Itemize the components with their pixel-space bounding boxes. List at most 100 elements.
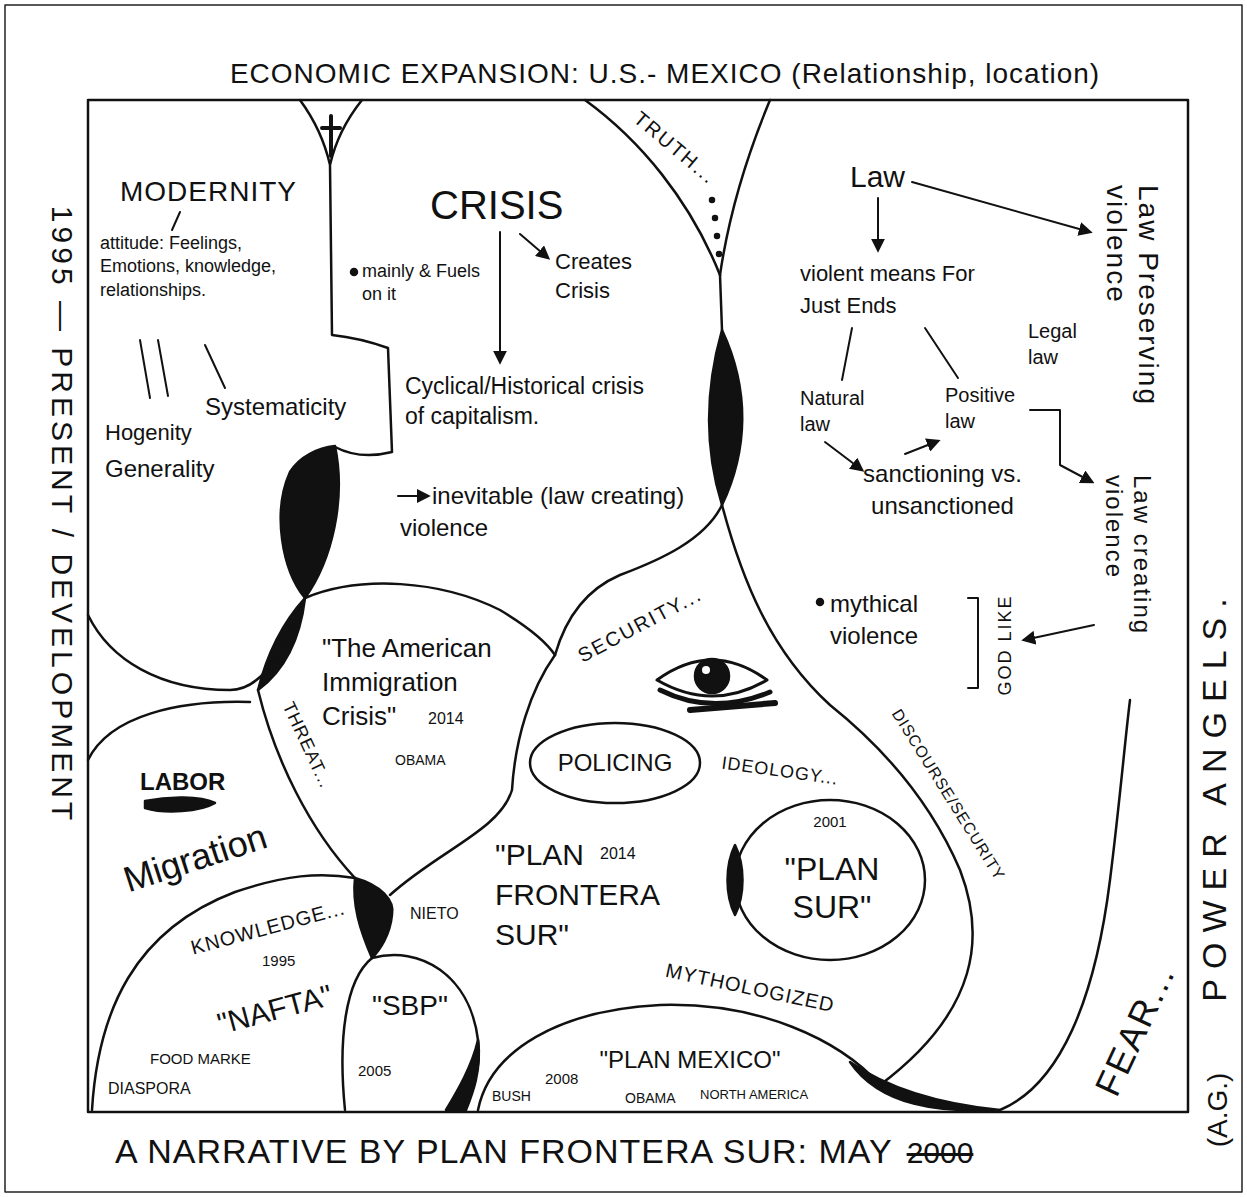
region-text: "PLAN FRONTERA SUR" [495, 835, 695, 955]
text-anchor: mainly & Fuels on it [362, 260, 482, 307]
text-anchor: FOOD MARKE [150, 1050, 251, 1067]
region-boundary [92, 875, 355, 1110]
region-text: Law [850, 160, 905, 195]
free-label: (A.G.) [1202, 1073, 1234, 1148]
region-text: 2008 [545, 1070, 578, 1087]
region-text: 2014 [428, 710, 464, 728]
cross-symbol [322, 116, 340, 156]
arrow-line [905, 441, 938, 454]
region-text: Positive law [945, 382, 1035, 434]
text-anchor: "SBP" [372, 990, 448, 1022]
region-boundary [585, 100, 720, 275]
text-anchor: A NARRATIVE BY PLAN FRONTERA SUR: MAY [115, 1132, 893, 1171]
text-anchor: CRISIS [430, 182, 563, 228]
region-boundary [478, 1005, 880, 1110]
diagram-region: MODERNITY attitude: Feelings, Emotions, k… [94, 170, 352, 489]
text-anchor: SECURITY... [640, 625, 777, 648]
text-anchor: Generality [105, 455, 214, 483]
leader-line [925, 328, 958, 378]
region-text: violent means For Just Ends [800, 258, 1005, 322]
text-anchor: 1995 — PRESENT / DEVELOPMENT [62, 515, 680, 550]
region-text: Cyclical/Historical crisis of capitalism… [405, 372, 655, 432]
region-boundary [342, 958, 372, 1110]
text-anchor: OBAMA [395, 752, 446, 768]
free-label: SECURITY... [574, 583, 706, 668]
region-text: FOOD MARKE [150, 1050, 251, 1067]
text-anchor: POLICING [615, 763, 730, 791]
eye-iris [695, 659, 729, 693]
text-anchor: GOD LIKE [1005, 645, 1106, 666]
text-anchor: Legal law [1028, 318, 1090, 370]
black-blob [354, 878, 392, 958]
region-text: MODERNITY [120, 176, 297, 208]
dot [710, 198, 714, 202]
text-anchor: Systematicity [205, 393, 346, 421]
black-blob [281, 446, 339, 598]
leader-line [140, 340, 225, 398]
text-anchor: LABOR [140, 768, 225, 796]
text-anchor: THREAT... [307, 745, 400, 766]
text-anchor: 2005 [358, 1062, 391, 1079]
diagram-region: 1995 "NAFTA" FOOD MARKE DIASPORA [102, 946, 342, 1104]
free-label: POWER ANGELS. [1195, 588, 1234, 1001]
text-anchor: "PLAN MEXICO" [690, 1060, 871, 1088]
free-label: NIETO [410, 905, 459, 923]
bracket [968, 598, 978, 688]
text-anchor: 1995 [262, 952, 295, 969]
arrow-line [398, 495, 428, 497]
eye-underline [690, 703, 775, 710]
diagram-region: LABOR Migration [112, 762, 278, 907]
text-anchor: inevitable (law creating) violence [400, 480, 685, 544]
arrow-line [877, 198, 879, 250]
region-boundary [720, 100, 770, 275]
diagram-title: ECONOMIC EXPANSION: U.S.- MEXICO (Relati… [230, 58, 1100, 90]
ink-smear [145, 797, 215, 811]
region-text: LABOR [140, 768, 225, 796]
region-text: DIASPORA [108, 1080, 191, 1098]
region-text: BUSH [492, 1088, 531, 1104]
diagram-region: "PLAN FRONTERA SUR"2014 [489, 829, 701, 961]
region-text: mythical violence [830, 588, 960, 652]
free-label: MYTHOLOGIZED [663, 959, 836, 1017]
leader-line [842, 328, 852, 380]
diagram-caption: A NARRATIVE BY PLAN FRONTERA SUR: MAY [115, 1132, 893, 1171]
diagram-region: 2001"PLAN SUR" [756, 807, 908, 932]
text-anchor: Creates Crisis [555, 248, 665, 305]
free-label: IDEOLOGY... [720, 753, 839, 790]
region-text: "NAFTA" [214, 978, 336, 1042]
region-text: Systematicity [205, 393, 346, 421]
free-label: 2000 [907, 1136, 974, 1171]
frame [88, 100, 1188, 1112]
region-text: Migration [118, 815, 272, 900]
region-text: POLICING [558, 749, 673, 777]
black-blob [728, 845, 743, 915]
text-anchor: OBAMA [625, 1090, 676, 1106]
text-anchor: NIETO [410, 905, 459, 923]
arrow-line [1024, 625, 1094, 640]
region-text: NORTH AMERICA [700, 1088, 808, 1103]
text-anchor: sanctioning vs. unsanctioned [860, 458, 1025, 522]
region-text: OBAMA [625, 1090, 676, 1106]
region-outline [735, 800, 925, 960]
text-anchor: 2014 [600, 845, 636, 863]
region-text: Hogenity [105, 420, 192, 445]
region-text: "The American Immigration Crisis" [322, 632, 522, 733]
text-anchor: DISCOURSE/SECURITY [948, 795, 1146, 813]
region-text: OBAMA [395, 752, 446, 768]
text-anchor: 2000 [907, 1136, 974, 1171]
region-boundary [720, 275, 722, 330]
region-text: Natural law [800, 385, 885, 437]
diagram-region: CRISIS mainly & Fuels on it Creates Crisis… [356, 176, 691, 550]
black-blob [446, 1040, 479, 1110]
region-text: Generality [105, 455, 214, 483]
region-text: GOD LIKE [995, 594, 1016, 695]
region-text: Legal law [1028, 318, 1090, 370]
arrow-line [520, 234, 548, 258]
black-blob [258, 598, 305, 690]
region-text: Creates Crisis [555, 248, 665, 305]
text-anchor: violent means For Just Ends [800, 258, 1005, 322]
eye-highlight [702, 666, 710, 674]
text-anchor: attitude: Feelings, Emotions, knowledge,… [100, 232, 312, 302]
text-anchor: 2008 [545, 1070, 578, 1087]
